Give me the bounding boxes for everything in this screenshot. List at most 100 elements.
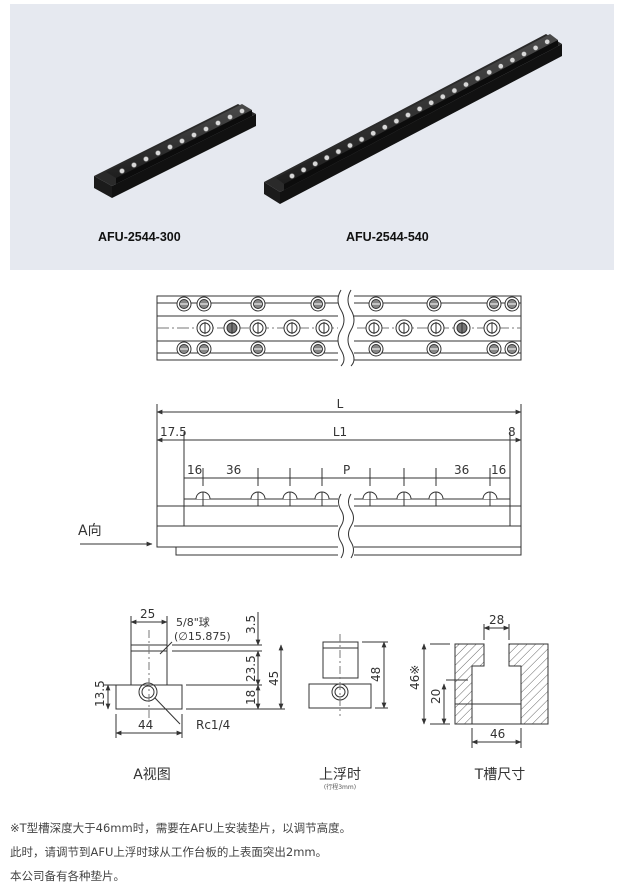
tslot-dim-46-mark: 46※ (408, 665, 422, 690)
float-view (308, 634, 388, 716)
photo-ball (370, 130, 377, 137)
ball-transfer (249, 319, 267, 337)
bolt-head (250, 341, 266, 357)
photo-ball (203, 126, 209, 132)
dim-left-offset: 17.5 (160, 425, 187, 439)
product-caption-540: AFU-2544-540 (346, 230, 429, 244)
ball-transfer (453, 319, 471, 337)
bolt-head (176, 296, 192, 312)
photo-ball (405, 112, 411, 118)
dim-pitch-right-b: 36 (454, 463, 469, 477)
note-line-3: 本公司备有各种垫片。 (10, 869, 125, 883)
bolt-head (486, 341, 502, 357)
top-view (156, 289, 522, 367)
ball-transfer (365, 319, 383, 337)
tslot-view-title: T槽尺寸 (474, 767, 526, 783)
long-unit-photo (264, 34, 562, 204)
product-photo (94, 34, 562, 204)
photo-ball (497, 63, 504, 70)
float-view-subtitle: (行程3mm) (324, 783, 356, 791)
photo-ball (119, 168, 125, 174)
short-unit-photo (94, 104, 256, 198)
a-ball-dia: (∅15.875) (174, 630, 231, 643)
dim-right-offset: 8 (508, 425, 516, 439)
photo-ball (179, 138, 185, 144)
tslot-dim-20: 20 (429, 689, 443, 704)
product-photo-panel: AFU-2544-300 AFU-2544-540 (10, 4, 614, 270)
tslot-dim-46: 46 (490, 727, 505, 741)
bolt-head (176, 341, 192, 357)
bolt-head (196, 296, 212, 312)
dim-L: L (337, 397, 344, 411)
tslot-dim-28: 28 (489, 613, 504, 627)
view-arrow-label: A向 (78, 523, 102, 539)
photo-ball (312, 160, 319, 167)
float-dim-48: 48 (369, 667, 383, 682)
dim-pitch-left-a: 16 (187, 463, 202, 477)
a-thread-label: Rc1/4 (196, 718, 230, 732)
photo-ball (239, 108, 245, 114)
ball-transfer (427, 319, 445, 337)
bolt-head (426, 341, 442, 357)
photo-ball (428, 99, 435, 106)
photo-ball (358, 136, 365, 143)
photo-ball (215, 120, 221, 126)
ball-transfer (395, 319, 413, 337)
photo-ball (227, 114, 233, 120)
a-dim-3-5: 3.5 (244, 615, 258, 634)
a-dim-13-5: 13.5 (93, 680, 107, 707)
float-view-title: 上浮时 (319, 767, 361, 783)
a-dim-width-top: 25 (140, 607, 155, 621)
photo-ball (532, 45, 539, 51)
bolt-head (196, 341, 212, 357)
ball-transfer (196, 319, 214, 337)
ball-transfer (223, 319, 241, 337)
photo-ball (155, 150, 161, 156)
side-view (80, 404, 522, 560)
bolt-head (250, 296, 266, 312)
a-dim-18: 18 (244, 690, 258, 705)
bolt-head (486, 296, 502, 312)
bolt-head (368, 296, 384, 312)
a-view (104, 612, 285, 738)
a-dim-23-5: 23.5 (244, 655, 258, 682)
photo-ball (191, 132, 197, 138)
bolt-head (310, 341, 326, 357)
photo-ball (381, 124, 388, 131)
product-caption-300: AFU-2544-300 (98, 230, 181, 244)
bolt-head (504, 296, 520, 312)
a-dim-44: 44 (138, 718, 153, 732)
photo-ball (167, 144, 173, 150)
photo-ball (509, 57, 516, 63)
photo-ball (335, 148, 342, 155)
photo-ball (439, 93, 446, 100)
tslot-view (421, 624, 549, 748)
a-dim-45: 45 (267, 671, 281, 686)
note-line-2: 此时，请调节到AFU上浮时球从工作台板的上表面突出2mm。 (10, 845, 328, 859)
photo-ball (451, 87, 458, 94)
bolt-head (310, 296, 326, 312)
note-line-1: ※T型槽深度大于46mm时，需要在AFU上安装垫片，以调节高度。 (10, 821, 352, 835)
dim-pitch: P (343, 463, 350, 477)
a-view-title: A视图 (133, 767, 171, 783)
photo-ball (486, 69, 493, 76)
photo-ball (347, 142, 353, 149)
photo-ball (393, 118, 400, 124)
dim-L1: L1 (333, 425, 347, 439)
photo-ball (143, 156, 149, 162)
photo-ball (521, 51, 527, 57)
photo-ball (474, 75, 481, 82)
dim-pitch-left-b: 36 (226, 463, 241, 477)
photo-ball (289, 173, 295, 179)
photo-ball (323, 154, 330, 161)
bolt-head (368, 341, 384, 357)
dim-pitch-right-a: 16 (491, 463, 506, 477)
photo-ball (463, 81, 469, 88)
bolt-head (504, 341, 520, 357)
photo-ball (544, 38, 551, 45)
photo-ball (416, 106, 423, 112)
a-ball-label: 5/8"球 (176, 615, 210, 629)
ball-transfer (283, 319, 301, 337)
bolt-head (426, 296, 442, 312)
